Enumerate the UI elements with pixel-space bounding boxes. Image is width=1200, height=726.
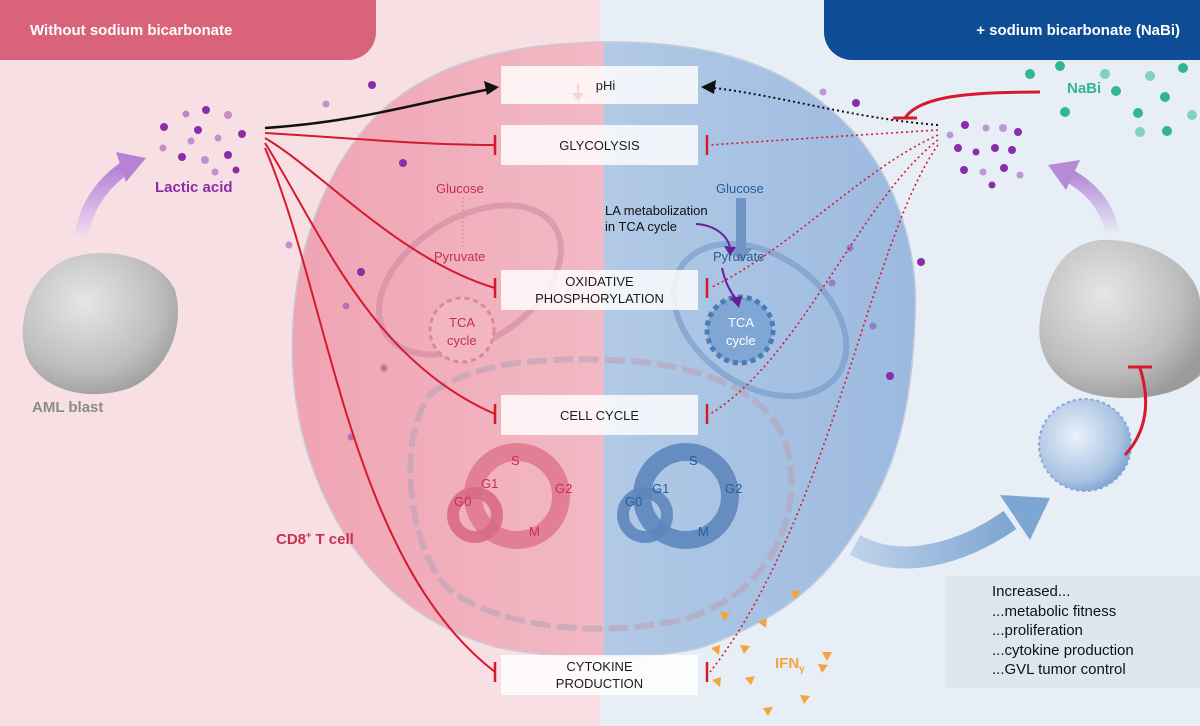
phase-g0-right: G0 [625, 494, 643, 509]
la-metabolization-line2: in TCA cycle [605, 219, 678, 234]
box-glycolysis: GLYCOLYSIS [501, 125, 698, 165]
phase-g1-left: G1 [481, 476, 499, 491]
ph-decrease-arrowhead [484, 81, 499, 95]
ph-restore-arrowhead [701, 80, 716, 94]
ifn-gamma-particles [711, 590, 832, 716]
header-with-nabi: + sodium bicarbonate (NaBi) [824, 0, 1200, 60]
lactic-acid-particles-left [159, 106, 246, 176]
tca-cycle-right [704, 294, 776, 366]
increased-item: ...proliferation [992, 622, 1083, 639]
secretion-arrow-left [75, 162, 130, 237]
nabi-label: NaBi [1067, 80, 1102, 97]
mitochondrion-right [670, 240, 850, 400]
box-oxphos-line2: PHOSPHORYLATION [535, 291, 664, 306]
tca-cycle-left [428, 296, 496, 364]
increased-title: Increased... [992, 583, 1071, 600]
cd8-t-cell-label: CD8+ T cell [276, 530, 354, 548]
header-left-title: Without sodium bicarbonate [30, 21, 233, 39]
phase-g2-left: G2 [555, 481, 573, 496]
mitochondrion-left [376, 202, 564, 358]
ifn-gamma-label: IFNγ [775, 655, 805, 675]
cell-cycle-left-diagram [447, 443, 570, 549]
increased-item: ...metabolic fitness [992, 602, 1117, 620]
increased-outcomes-box: Increased... ...metabolic fitness ...pro… [946, 576, 1200, 688]
pyruvate-to-tca-arrowhead [730, 296, 742, 308]
header-without-nabi: Without sodium bicarbonate [0, 0, 376, 60]
tca-left-label-1: TCA [449, 315, 475, 330]
box-cytokine-line1: CYTOKINE [566, 659, 633, 674]
la-metabolization-label: LA metabolization in TCA cycle [605, 203, 708, 235]
box-phi: pHi [501, 66, 698, 104]
t-cell-attacking [1038, 398, 1132, 492]
glucose-right-label: Glucose [716, 181, 764, 196]
phase-m-left: M [529, 524, 540, 539]
lactic-acid-label: Lactic acid [155, 179, 233, 196]
ifn-text: IFN [775, 655, 800, 672]
secretion-arrowhead-right [1048, 160, 1080, 190]
nabi-particles [1025, 61, 1197, 137]
box-glycolysis-label: GLYCOLYSIS [559, 137, 640, 153]
box-cell-cycle: CELL CYCLE [501, 395, 698, 435]
scattered-lactic-acid-particles [285, 81, 925, 441]
box-oxidative-phosphorylation: OXIDATIVE PHOSPHORYLATION [501, 270, 698, 310]
cd8-text: CD8 [276, 531, 307, 548]
outcome-arrow [849, 510, 1017, 569]
aml-blast-cell-right [1039, 239, 1200, 399]
phase-g0-left: G0 [454, 494, 472, 509]
box-cell-cycle-label: CELL CYCLE [560, 407, 639, 423]
secretion-arrow-right [1064, 168, 1119, 234]
pyruvate-arrow-right [729, 248, 753, 262]
tca-left-label-2: cycle [447, 333, 477, 348]
phase-g2-right: G2 [725, 481, 743, 496]
cd8-superscript: + [306, 530, 312, 540]
phase-m-right: M [698, 524, 709, 539]
secretion-arrowhead-left [116, 152, 146, 182]
glucose-left-label: Glucose [436, 181, 484, 196]
ph-decrease-arrow [264, 86, 497, 130]
right-relieved-inhibition-lines [709, 129, 939, 673]
la-metabolization-arrow [695, 223, 731, 249]
header-right-title: + sodium bicarbonate (NaBi) [976, 21, 1180, 39]
increased-item: ...GVL tumor control [992, 661, 1126, 678]
aml-blast-label: AML blast [32, 399, 104, 416]
outcome-arrowhead [1000, 495, 1050, 540]
left-inhibition-lines [264, 132, 496, 673]
box-phi-label: pHi [595, 77, 616, 93]
la-metabolization-line1: LA metabolization [605, 203, 708, 218]
nucleus [407, 356, 795, 632]
box-cytokine-production: CYTOKINE PRODUCTION [501, 655, 698, 695]
increased-item: ...cytokine production [992, 641, 1134, 659]
box-cytokine-line2: PRODUCTION [555, 676, 644, 691]
aml-blast-cell-left [22, 253, 178, 395]
pyruvate-left-label: Pyruvate [434, 249, 486, 264]
tca-right-label-2: cycle [726, 333, 756, 348]
tca-right-label-1: TCA [728, 315, 754, 330]
cd8-suffix: T cell [311, 531, 354, 548]
ifn-gamma-subscript: γ [799, 664, 805, 675]
phase-s-left: S [511, 453, 520, 468]
la-metabolization-arrowhead [724, 246, 736, 256]
tumor-kill-inhibition-line [1123, 367, 1148, 457]
nabi-inhibition-line [903, 90, 1041, 119]
lactic-acid-particles-right [946, 121, 1024, 189]
cell-cycle-right-diagram [617, 443, 739, 549]
phase-g1-right: G1 [652, 481, 670, 496]
glucose-pyruvate-link-right [736, 198, 746, 250]
box-oxphos-line1: OXIDATIVE [565, 274, 634, 289]
phase-s-right: S [689, 453, 698, 468]
pyruvate-right-label: Pyruvate [713, 249, 765, 264]
